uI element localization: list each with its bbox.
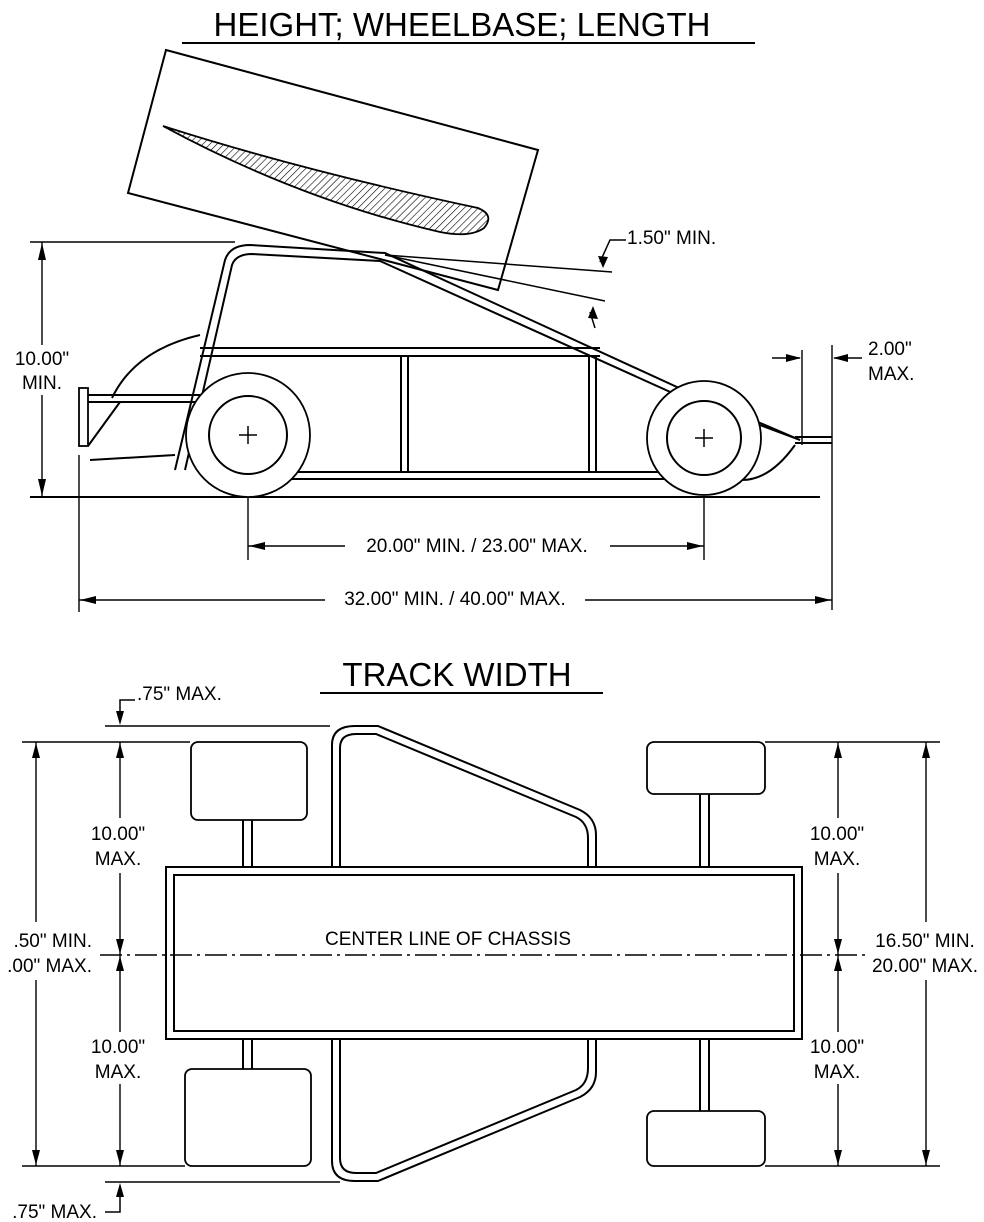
rear-bumper <box>78 387 89 447</box>
rear-fender <box>111 334 201 399</box>
height-value-label: 10.00" <box>15 349 69 370</box>
left-overall-min: .50" MIN. <box>13 931 92 952</box>
right-lower-qualifier: MAX. <box>814 1062 860 1083</box>
rear-left-wheel <box>190 741 308 821</box>
bumper-value-label: 2.00" <box>868 339 912 360</box>
left-overall-max: .00" MAX. <box>7 956 92 977</box>
front-left-wheel <box>646 741 766 795</box>
top-view: TRACK WIDTH .75" MAX. CENTER LINE OF CHA… <box>7 656 978 1222</box>
rear-right-wheel <box>184 1068 312 1167</box>
cage-upper <box>331 725 597 867</box>
right-overall-min: 16.50" MIN. <box>875 931 975 952</box>
side-view-title: HEIGHT; WHEELBASE; LENGTH <box>214 6 711 43</box>
length-label: 32.00" MIN. / 40.00" MAX. <box>344 589 566 610</box>
height-qualifier-label: MIN. <box>22 373 62 394</box>
top-offset-label: .75" MAX. <box>137 684 222 705</box>
cage-lower <box>331 1039 597 1182</box>
front-fender <box>741 444 796 481</box>
wing-airfoil <box>162 125 490 236</box>
bottom-offset-label: .75" MAX. <box>12 1202 97 1222</box>
left-upper-value: 10.00" <box>91 824 145 845</box>
right-overall-max: 20.00" MAX. <box>872 956 978 977</box>
top-view-title: TRACK WIDTH <box>342 656 571 693</box>
side-view: HEIGHT; WHEELBASE; LENGTH 10.00" MIN. 1.… <box>15 6 914 612</box>
left-lower-value: 10.00" <box>91 1037 145 1058</box>
right-upper-value: 10.00" <box>810 824 864 845</box>
wing-panel <box>126 48 540 292</box>
right-lower-value: 10.00" <box>810 1037 864 1058</box>
left-upper-qualifier: MAX. <box>95 849 141 870</box>
centerline-label: CENTER LINE OF CHASSIS <box>325 929 571 950</box>
left-lower-qualifier: MAX. <box>95 1062 141 1083</box>
front-bumper <box>759 424 801 441</box>
wheelbase-label: 20.00" MIN. / 23.00" MAX. <box>366 536 588 557</box>
right-upper-qualifier: MAX. <box>814 849 860 870</box>
roll-cage <box>174 243 801 471</box>
chassis-frame-inner <box>173 874 795 1032</box>
front-right-wheel <box>646 1110 766 1167</box>
chassis-frame-outer <box>165 866 803 1040</box>
bumper-qualifier-label: MAX. <box>868 364 914 385</box>
wing-clearance-label: 1.50" MIN. <box>627 228 716 249</box>
